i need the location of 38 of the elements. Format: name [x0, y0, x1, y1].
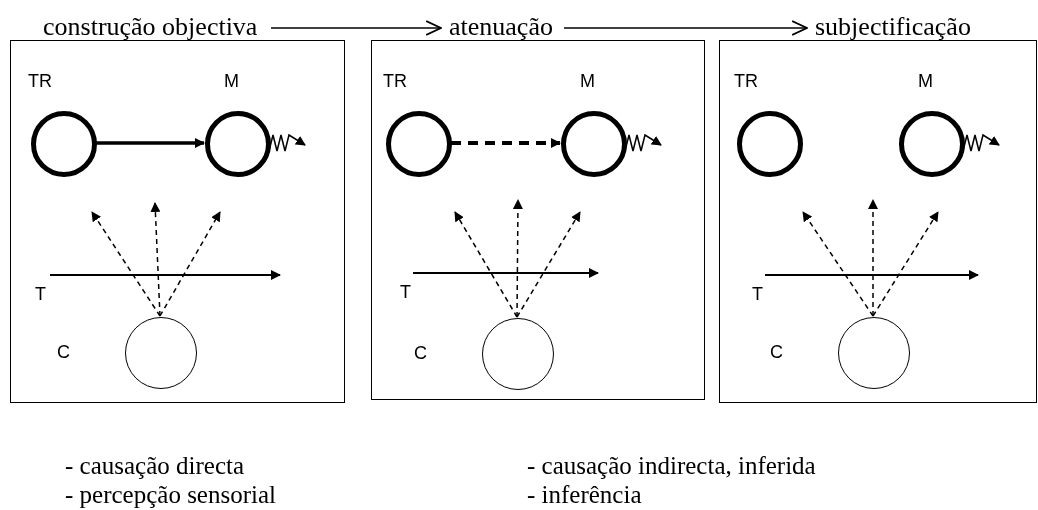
- arrow: [91, 211, 161, 317]
- arrow: [270, 20, 442, 36]
- circle-label: C: [770, 341, 783, 363]
- arrow: [454, 211, 518, 318]
- circle-label: M: [918, 70, 933, 92]
- stage-label: atenuação: [449, 12, 553, 42]
- panel-frame: [719, 40, 1037, 403]
- arrow: [512, 199, 523, 318]
- circle-label: TR: [734, 70, 758, 92]
- arrow: [563, 20, 808, 36]
- circle-label: M: [580, 70, 595, 92]
- arrow: [451, 138, 561, 148]
- circle-label: C: [57, 341, 70, 363]
- axis-label: T: [35, 283, 46, 305]
- arrow: [624, 133, 662, 152]
- note-text: - inferência: [527, 481, 642, 509]
- note-text: - causação directa: [65, 452, 245, 480]
- axis-label: T: [400, 281, 411, 303]
- stage-label: construção objectiva: [43, 12, 258, 42]
- arrow: [150, 202, 161, 317]
- stage-label: subjectificação: [815, 12, 971, 42]
- arrow: [159, 211, 221, 317]
- arrow: [872, 211, 939, 317]
- circle-label: TR: [383, 70, 407, 92]
- note-text: - percepção sensorial: [65, 481, 276, 509]
- arrow: [96, 138, 205, 148]
- arrow: [868, 199, 878, 317]
- panel-frame: [10, 40, 345, 403]
- note-text: - causação indirecta, inferida: [527, 452, 816, 480]
- circle-label: TR: [28, 70, 52, 92]
- panel-frame: [371, 40, 705, 400]
- arrow: [802, 211, 874, 317]
- axis-label: T: [752, 283, 763, 305]
- arrow: [962, 133, 1000, 152]
- circle-label: M: [224, 70, 239, 92]
- circle-label: C: [414, 342, 427, 364]
- arrow: [516, 211, 581, 318]
- arrow: [268, 133, 306, 152]
